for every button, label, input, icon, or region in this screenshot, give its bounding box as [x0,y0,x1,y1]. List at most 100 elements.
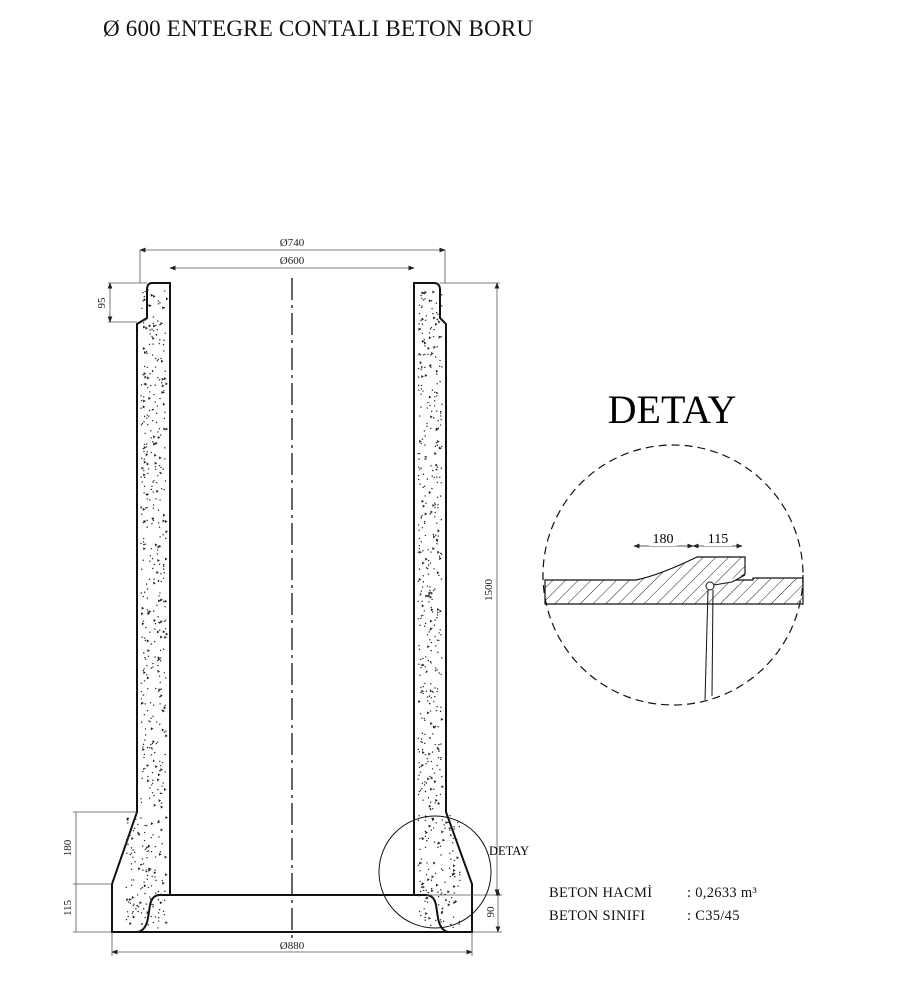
aggregate-mark [153,581,156,585]
aggregate-mark [432,817,435,820]
aggregate-mark [425,912,428,916]
aggregate-mark [159,397,161,400]
aggregate-mark [152,704,155,706]
aggregate-mark [420,590,423,592]
aggregate-mark [430,510,433,514]
aggregate-mark [155,468,157,471]
aggregate-mark [164,628,167,630]
aggregate-mark [432,691,434,694]
aggregate-mark [138,834,140,836]
aggregate-mark [418,648,421,650]
aggregate-mark [137,906,140,908]
aggregate-mark [142,448,144,450]
aggregate-mark [433,624,436,626]
aggregate-mark [423,430,426,432]
aggregate-mark [441,775,443,778]
aggregate-mark [143,652,145,654]
aggregate-mark [418,547,420,550]
aggregate-mark [452,926,454,929]
aggregate-mark [418,766,421,769]
aggregate-mark [157,616,159,618]
aggregate-mark [418,415,421,417]
aggregate-mark [457,821,459,824]
aggregate-mark [421,837,423,839]
aggregate-mark [427,760,429,763]
aggregate-mark [149,747,151,749]
aggregate-mark [419,838,421,840]
aggregate-mark [142,845,144,847]
aggregate-mark [437,427,440,430]
aggregate-mark [144,543,147,545]
aggregate-mark [143,839,146,842]
gasket-icon [705,581,715,591]
aggregate-mark [427,891,429,894]
aggregate-mark [157,358,159,361]
aggregate-mark [430,829,433,831]
aggregate-mark [153,641,156,643]
aggregate-mark [421,732,424,735]
aggregate-mark [423,522,426,524]
aggregate-mark [417,819,420,822]
aggregate-mark [442,920,445,922]
aggregate-mark [127,843,129,846]
aggregate-mark [424,290,427,294]
aggregate-mark [418,304,421,306]
aggregate-mark [421,837,425,841]
aggregate-mark [419,880,421,883]
aggregate-mark [430,760,432,763]
aggregate-mark [162,709,165,713]
aggregate-mark [430,366,432,369]
aggregate-mark [436,373,438,375]
aggregate-mark [438,335,442,339]
aggregate-mark [438,743,440,746]
aggregate-mark [144,916,146,919]
aggregate-mark [159,323,161,326]
aggregate-mark [144,734,147,736]
aggregate-mark [142,559,144,561]
aggregate-mark [146,498,148,500]
aggregate-mark [437,801,441,805]
aggregate-mark [157,660,159,662]
aggregate-mark [430,641,433,644]
aggregate-mark [130,847,133,849]
aggregate-mark [426,896,429,900]
aggregate-mark [143,470,145,472]
aggregate-mark [435,534,437,536]
aggregate-mark [437,529,440,533]
aggregate-mark [154,453,157,457]
aggregate-mark [143,295,146,298]
aggregate-mark [437,420,439,422]
aggregate-mark [132,904,134,907]
aggregate-mark [144,375,147,379]
aggregate-mark [438,446,442,450]
aggregate-mark [154,357,157,360]
aggregate-mark [153,803,157,807]
aggregate-mark [424,790,427,793]
aggregate-mark [152,441,154,443]
aggregate-mark [421,604,425,608]
aggregate-mark [159,696,161,698]
aggregate-mark [161,384,165,388]
aggregate-mark [432,290,435,294]
aggregate-mark [434,743,436,746]
aggregate-mark [156,549,159,551]
aggregate-mark [436,688,439,690]
aggregate-mark [436,616,438,619]
aggregate-mark [420,765,422,768]
aggregate-mark [434,635,436,638]
aggregate-mark [143,458,145,460]
aggregate-mark [157,376,159,379]
aggregate-mark [153,871,157,875]
aggregate-mark [146,824,148,827]
aggregate-mark [154,628,156,630]
aggregate-mark [150,293,154,297]
aggregate-mark [419,439,422,443]
aggregate-mark [157,545,161,549]
aggregate-mark [142,319,144,322]
aggregate-mark [426,901,429,903]
aggregate-mark [453,826,455,828]
aggregate-mark [141,923,143,926]
aggregate-mark [157,300,160,302]
aggregate-mark [143,519,147,523]
aggregate-mark [152,491,154,493]
